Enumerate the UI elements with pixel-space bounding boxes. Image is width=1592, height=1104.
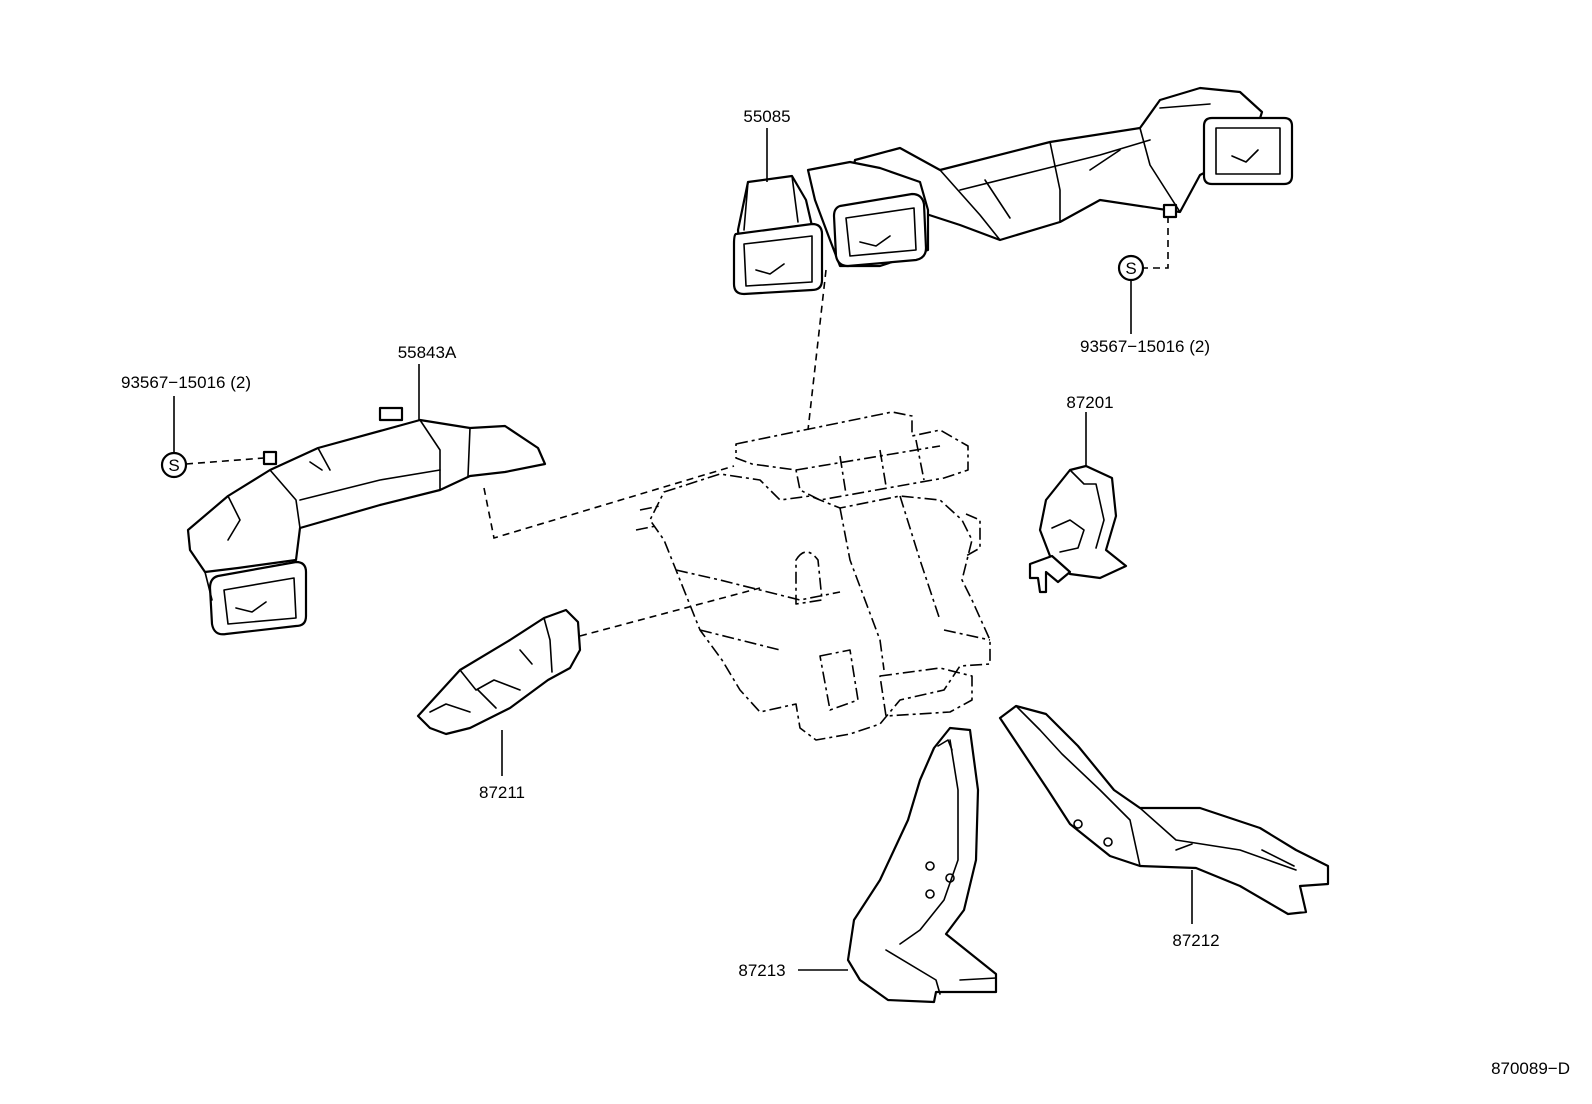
duct-87213 xyxy=(846,726,998,1004)
callout-87213: 87213 xyxy=(738,961,785,980)
callout-55085: 55085 xyxy=(743,107,790,126)
callout-87201: 87201 xyxy=(1066,393,1113,412)
heater-unit-phantom xyxy=(635,411,991,741)
callout-55843A: 55843A xyxy=(398,343,457,362)
callout-87211: 87211 xyxy=(479,783,525,802)
callout-93567-15016-right: 93567−15016 (2) xyxy=(1080,337,1210,356)
duct-87211 xyxy=(416,608,582,736)
duct-55085 xyxy=(732,86,1294,296)
duct-87201 xyxy=(1028,464,1128,594)
screw-symbol-left-label: S xyxy=(168,456,179,475)
duct-87212 xyxy=(998,704,1330,916)
callout-93567-15016-left: 93567−15016 (2) xyxy=(121,373,251,392)
screw-symbol-right-label: S xyxy=(1125,259,1136,278)
figure-code: 870089−D xyxy=(1491,1059,1570,1078)
duct-55843A xyxy=(186,406,547,636)
callout-87212: 87212 xyxy=(1172,931,1219,950)
